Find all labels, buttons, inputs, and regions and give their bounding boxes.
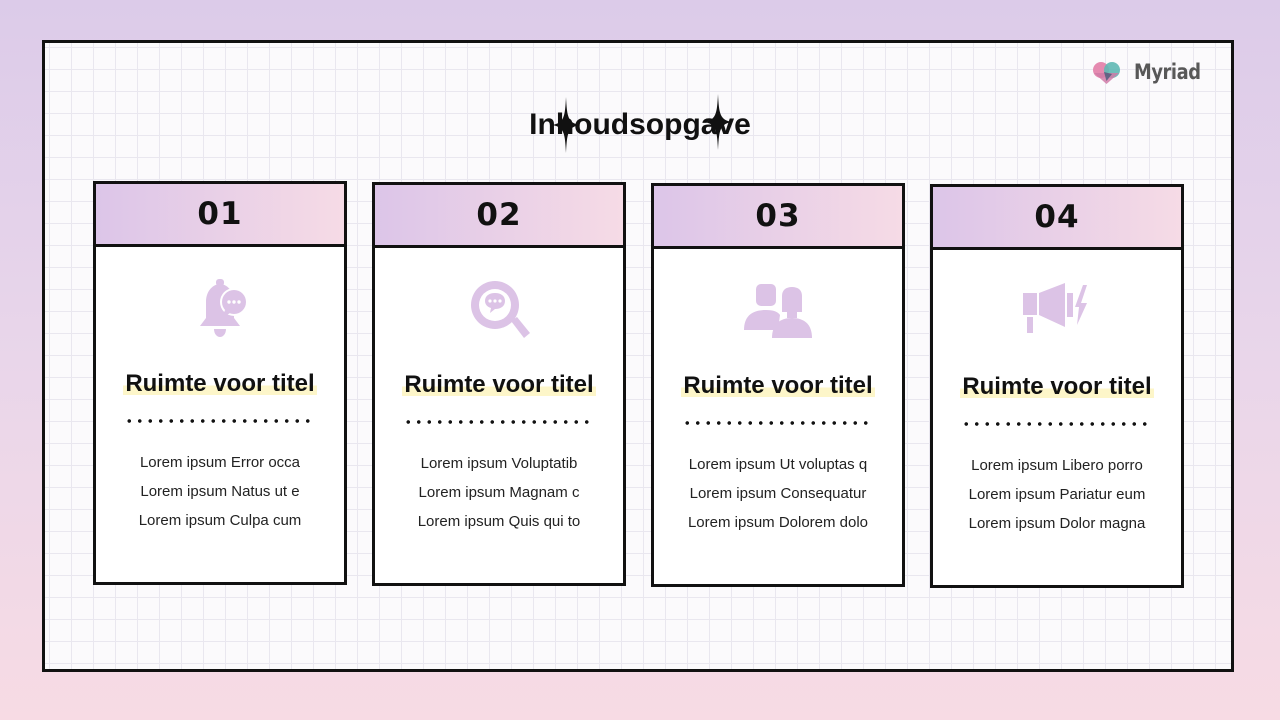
card-number: 01	[197, 196, 243, 232]
card-line: Lorem ipsum Libero porro	[971, 457, 1143, 474]
card-line: Lorem ipsum Culpa cum	[138, 512, 302, 529]
logo-text: Myriad	[1134, 60, 1201, 84]
card-text: Lorem ipsum Error occa Lorem ipsum Natus…	[96, 448, 344, 535]
card-line: Lorem ipsum Pariatur eum	[968, 486, 1146, 503]
card-line: Lorem ipsum Ut voluptas q	[688, 456, 868, 473]
card-line: Lorem ipsum Voluptatib	[420, 455, 578, 472]
dotted-divider	[403, 420, 595, 424]
card-number: 04	[1034, 199, 1080, 235]
dotted-divider	[124, 419, 316, 423]
card-text: Lorem ipsum Voluptatib Lorem ipsum Magna…	[375, 449, 623, 536]
card-title: Ruimte voor titel	[681, 372, 875, 399]
search-chat-icon	[375, 277, 623, 347]
card-line: Lorem ipsum Quis qui to	[417, 513, 581, 530]
bell-chat-icon	[96, 276, 344, 346]
card-line: Lorem ipsum Dolorem dolo	[687, 514, 869, 531]
card-header: 01	[96, 184, 344, 247]
card-title: Ruimte voor titel	[123, 370, 317, 397]
myriad-logo-icon	[1093, 62, 1120, 84]
megaphone-icon	[933, 279, 1181, 349]
card-number: 02	[476, 197, 522, 233]
card-line: Lorem ipsum Dolor magna	[968, 515, 1146, 532]
card-number: 03	[755, 198, 801, 234]
sparkle-icon	[552, 97, 580, 153]
card-header: 04	[933, 187, 1181, 250]
logo: Myriad	[1090, 58, 1212, 86]
card-line: Lorem ipsum Natus ut e	[140, 483, 300, 500]
card-header: 03	[654, 186, 902, 249]
card-title: Ruimte voor titel	[402, 371, 596, 398]
card-header: 02	[375, 185, 623, 248]
page-title: Inhoudsopgave	[529, 108, 751, 141]
card-03: 03 Ruimte voor titel Lorem ipsum Ut volu…	[651, 183, 905, 587]
card-line: Lorem ipsum Consequatur	[689, 485, 867, 502]
dotted-divider	[961, 422, 1153, 426]
users-icon	[654, 278, 902, 348]
card-line: Lorem ipsum Error occa	[139, 454, 301, 471]
sparkle-icon	[704, 94, 732, 150]
card-line: Lorem ipsum Magnam c	[418, 484, 580, 501]
card-01: 01 Ruimte voor titel Lorem ipsum Error o…	[93, 181, 347, 585]
card-04: 04 Ruimte voor titel Lorem ipsum Libero …	[930, 184, 1184, 588]
dotted-divider	[682, 421, 874, 425]
card-text: Lorem ipsum Libero porro Lorem ipsum Par…	[933, 451, 1181, 538]
card-title: Ruimte voor titel	[960, 373, 1154, 400]
card-02: 02 Ruimte voor titel Lorem ipsum Volupta…	[372, 182, 626, 586]
card-text: Lorem ipsum Ut voluptas q Lorem ipsum Co…	[654, 450, 902, 537]
